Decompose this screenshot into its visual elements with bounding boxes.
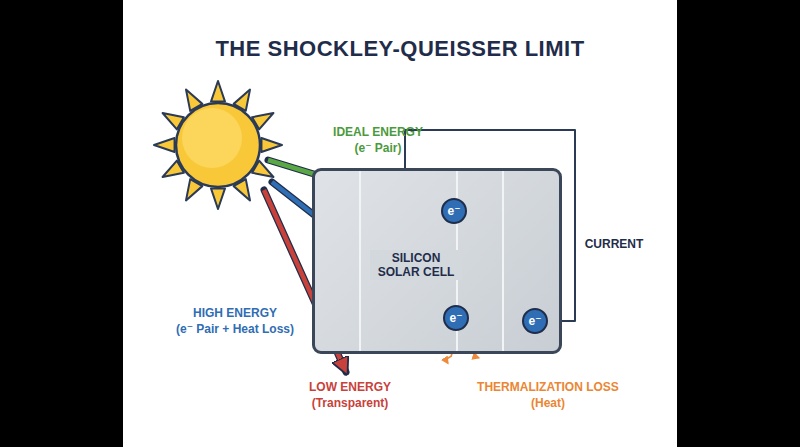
electron: e⁻ bbox=[522, 308, 548, 334]
diagram-title: THE SHOCKLEY-QUEISSER LIMIT bbox=[215, 36, 584, 62]
electron-symbol: e⁻ bbox=[447, 204, 460, 218]
annotation-label: THERMALIZATION LOSS bbox=[477, 380, 619, 394]
annotation-label: HIGH ENERGY bbox=[193, 306, 277, 320]
sun-ray bbox=[154, 138, 175, 152]
solar-cell: SILICON SOLAR CELL e⁻ e⁻ e⁻ bbox=[312, 168, 562, 354]
cell-stripe bbox=[359, 171, 361, 351]
annotation-label: (e⁻ Pair) bbox=[354, 141, 401, 155]
cell-stripe bbox=[502, 171, 504, 351]
annotation-label: (Transparent) bbox=[312, 396, 389, 410]
sun bbox=[176, 103, 260, 187]
annotation-label: (e⁻ Pair + Heat Loss) bbox=[176, 322, 294, 336]
cell-label: SILICON SOLAR CELL bbox=[370, 250, 462, 280]
electron: e⁻ bbox=[443, 305, 469, 331]
sun-ray bbox=[261, 138, 282, 152]
sun-ray bbox=[211, 188, 225, 209]
annotation-label: IDEAL ENERGY bbox=[333, 125, 423, 139]
electron-symbol: e⁻ bbox=[528, 314, 541, 328]
sun-highlight bbox=[182, 108, 242, 168]
annotation-label: LOW ENERGY bbox=[309, 380, 391, 394]
annotation-label: CURRENT bbox=[585, 237, 644, 251]
sun-ray bbox=[211, 81, 225, 102]
annotation-label: (Heat) bbox=[531, 396, 565, 410]
electron: e⁻ bbox=[441, 198, 467, 224]
electron-symbol: e⁻ bbox=[449, 311, 462, 325]
